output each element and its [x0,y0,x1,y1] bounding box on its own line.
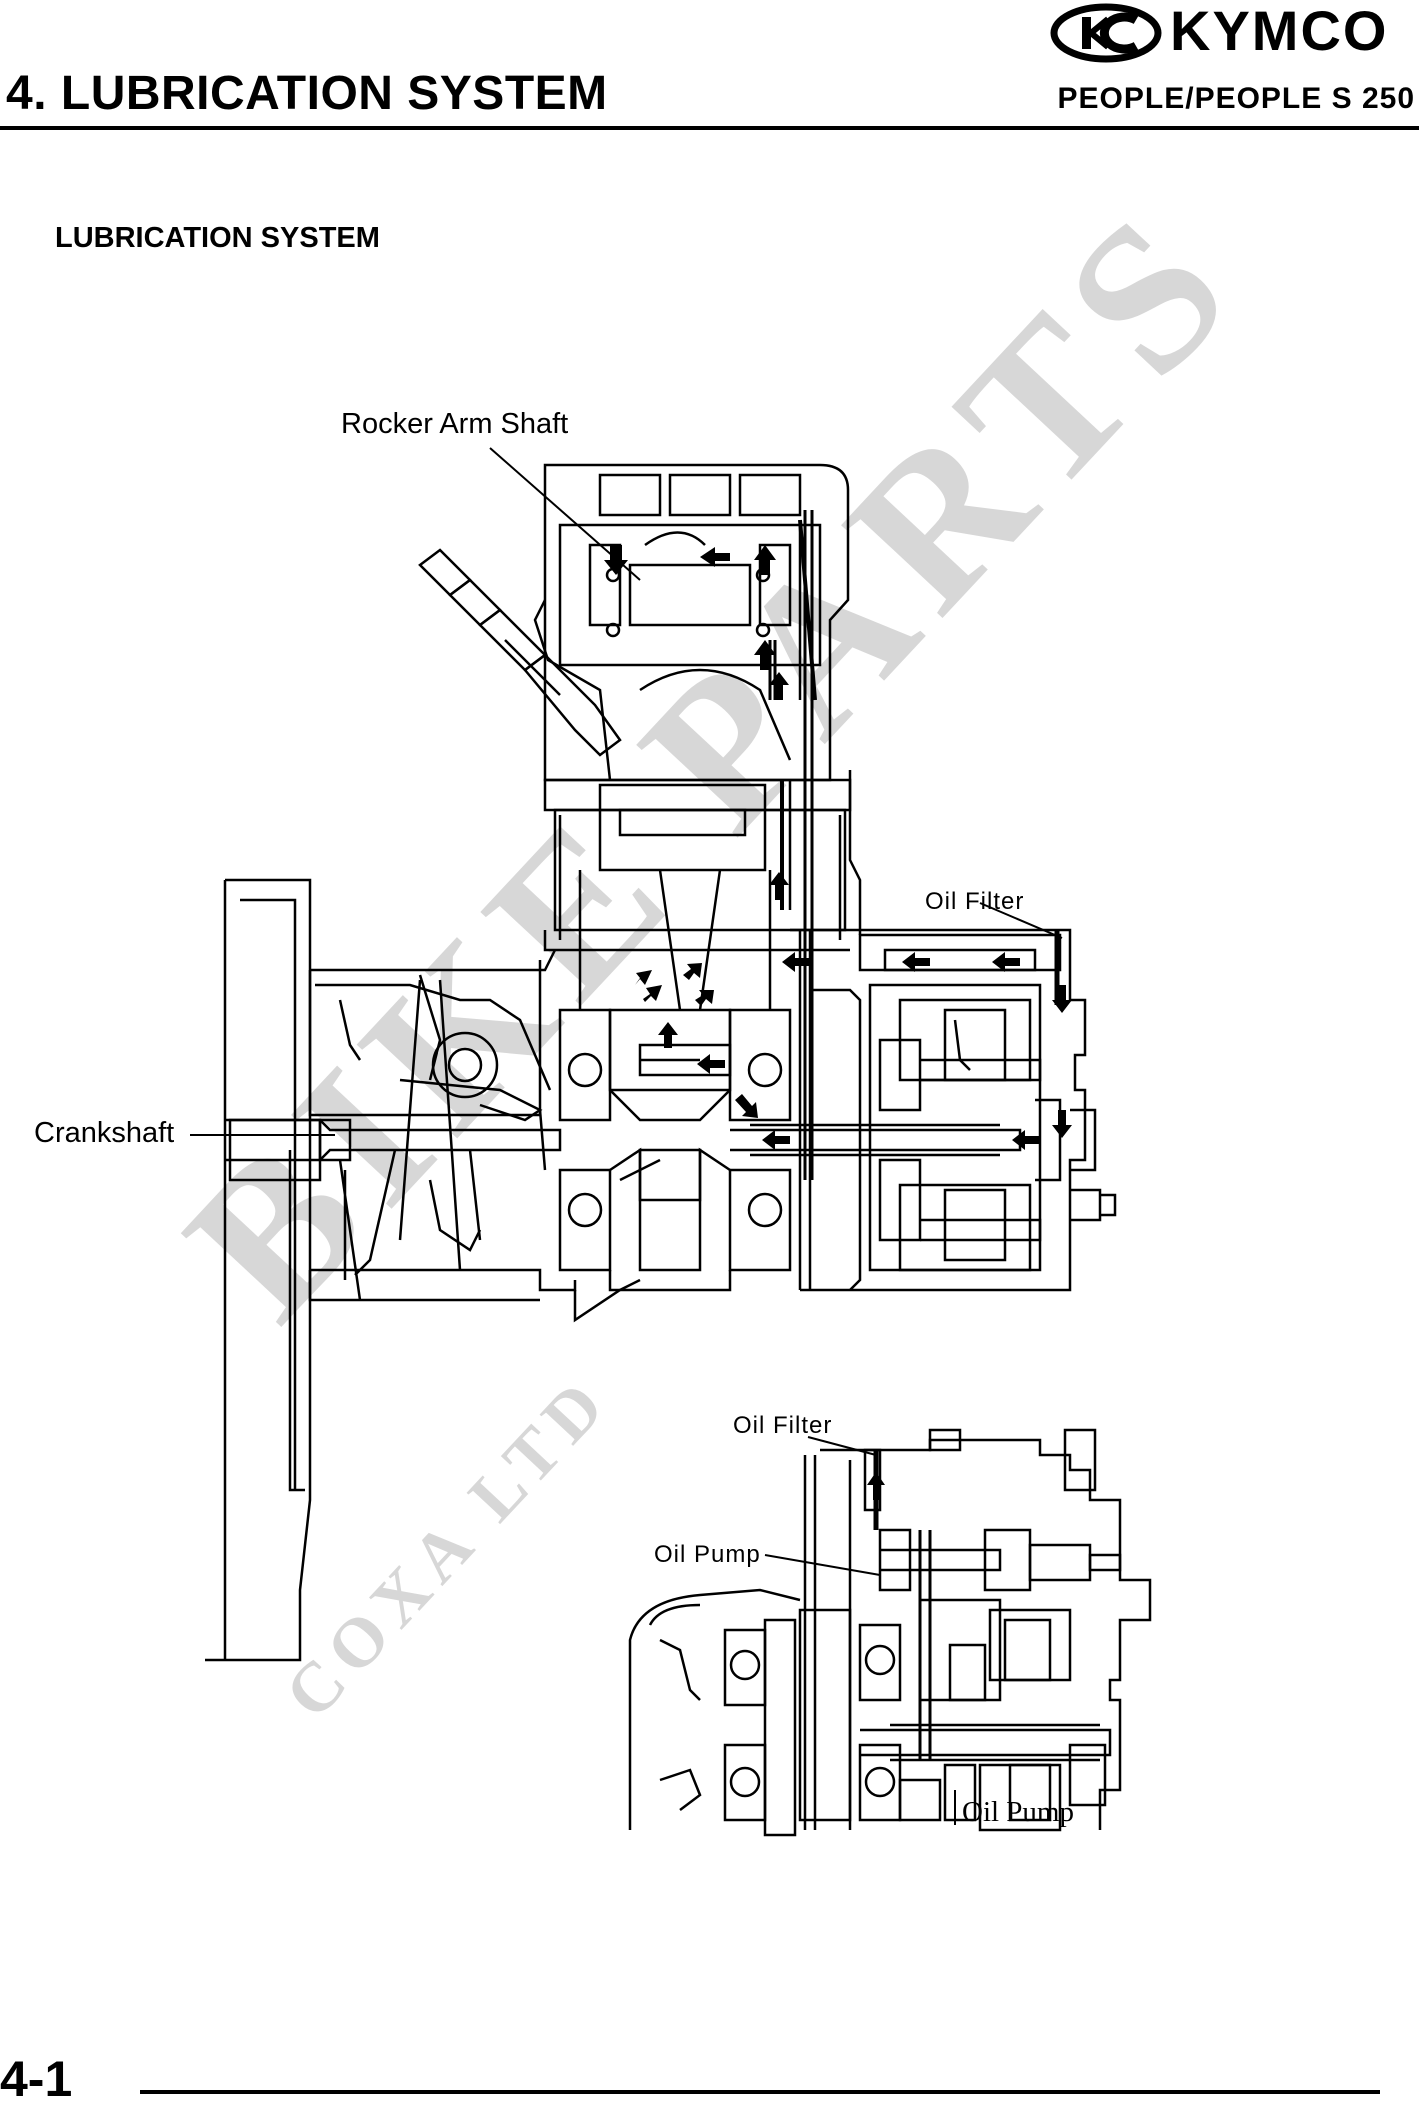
header-rule [0,126,1419,130]
crankcase [205,878,641,1662]
spark-plug [418,548,622,757]
label-oil-filter-upper: Oil Filter [925,888,1025,915]
label-oil-filter-lower: Oil Filter [733,1412,833,1439]
label-oil-pump-bottom: Oil Pump [962,1796,1074,1828]
crank-bearings [558,1008,792,1292]
label-crankshaft: Crankshaft [34,1117,175,1149]
kymco-emblem-icon [1050,3,1162,63]
chapter-title: 4. LUBRICATION SYSTEM [6,67,608,120]
brand-wordmark: KYMCO [1170,0,1389,62]
label-oil-pump: Oil Pump [654,1541,761,1568]
cylinder-head [533,463,850,782]
label-rocker-arm-shaft: Rocker Arm Shaft [341,408,569,440]
footer-rule [140,2090,1380,2094]
generator-cover [790,928,1117,1292]
oil-flow-arrows [604,545,1072,1500]
model-name: PEOPLE/PEOPLE S 250 [1057,82,1415,115]
inset-diagram [628,1428,1152,1837]
page-number: 4-1 [0,2051,73,2107]
section-title: LUBRICATION SYSTEM [55,222,380,254]
kymco-logo: KYMCO [1048,0,1398,64]
crankshaft-axis [225,1118,1022,1162]
